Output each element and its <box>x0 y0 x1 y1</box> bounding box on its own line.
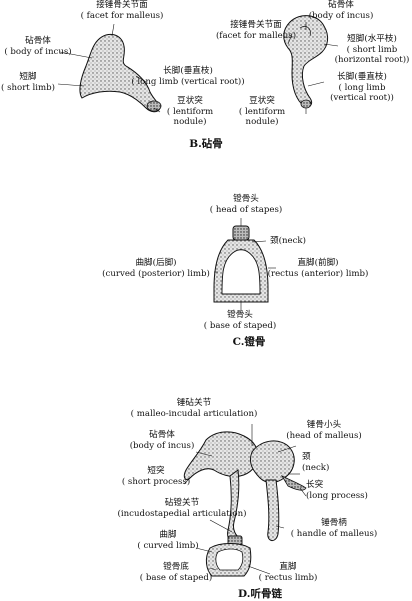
caption-ossicular-chain: D.听骨链 <box>238 588 282 600</box>
chain-neck-label: 颈(neck) <box>302 452 330 473</box>
incus-left-facet-label: 接锤骨关节面( facet for malleus) <box>80 0 164 21</box>
caption-incus: B.砧骨 <box>189 138 223 150</box>
incus-right-drawing <box>283 15 329 109</box>
chain-incudostapedial-label: 砧镫关节(incudostapedial articulation) <box>117 498 247 519</box>
chain-incus-body-label: 砧骨体(body of incus) <box>129 430 195 451</box>
stapes-drawing <box>213 225 269 303</box>
incus-right-facet-label: 接锤骨关节面(facet for malleus) <box>215 20 297 41</box>
stapes-base-label: 镫骨头( base of staped) <box>203 310 277 331</box>
incus-left-long-limb-label: 长脚(垂直枝)( long limb (vertical root)) <box>131 66 245 87</box>
chain-malleo-incudal-label: 锤砧关节( malleo-incudal articulation) <box>130 398 258 419</box>
incus-left-body-label: 砧骨体( body of incus) <box>4 36 72 57</box>
chain-rectus-limb-label: 直脚( rectus limb) <box>258 562 318 583</box>
caption-stapes: C.镫骨 <box>232 336 266 348</box>
chain-curved-limb-label: 曲脚( curved limb) <box>137 530 199 551</box>
incus-left-short-limb-label: 短脚( short limb) <box>1 72 55 93</box>
incus-right-body-label: 砧骨体(body of incus) <box>308 0 374 21</box>
stapes-neck-label: 颈(neck) <box>270 236 306 246</box>
stapes-posterior-limb-label: 曲脚(后脚)(curved (posterior) limb) <box>102 258 210 279</box>
chain-long-process-label: 长突(long process) <box>306 480 368 501</box>
stapes-head-label: 镫骨头( head of stapes) <box>209 194 283 215</box>
incus-right-short-limb-label: 短脚(水平枝)( short limb(horizontal root)) <box>334 34 410 65</box>
chain-stapes-base-label: 镫骨底( base of staped) <box>139 562 213 583</box>
incus-right-long-limb-label: 长脚(垂直枝)( long limb(vertical root)) <box>330 72 394 103</box>
stapes-anterior-limb-label: 直脚(前脚)(rectus (anterior) limb) <box>267 258 369 279</box>
chain-malleus-handle-label: 锤骨柄( handle of malleus) <box>290 518 378 539</box>
chain-malleus-head-label: 锤骨小头(head of malleus) <box>286 420 362 441</box>
incus-left-drawing <box>79 33 162 113</box>
ossicular-chain-drawing <box>183 431 307 577</box>
chain-short-process-label: 短突( short process) <box>121 466 191 487</box>
